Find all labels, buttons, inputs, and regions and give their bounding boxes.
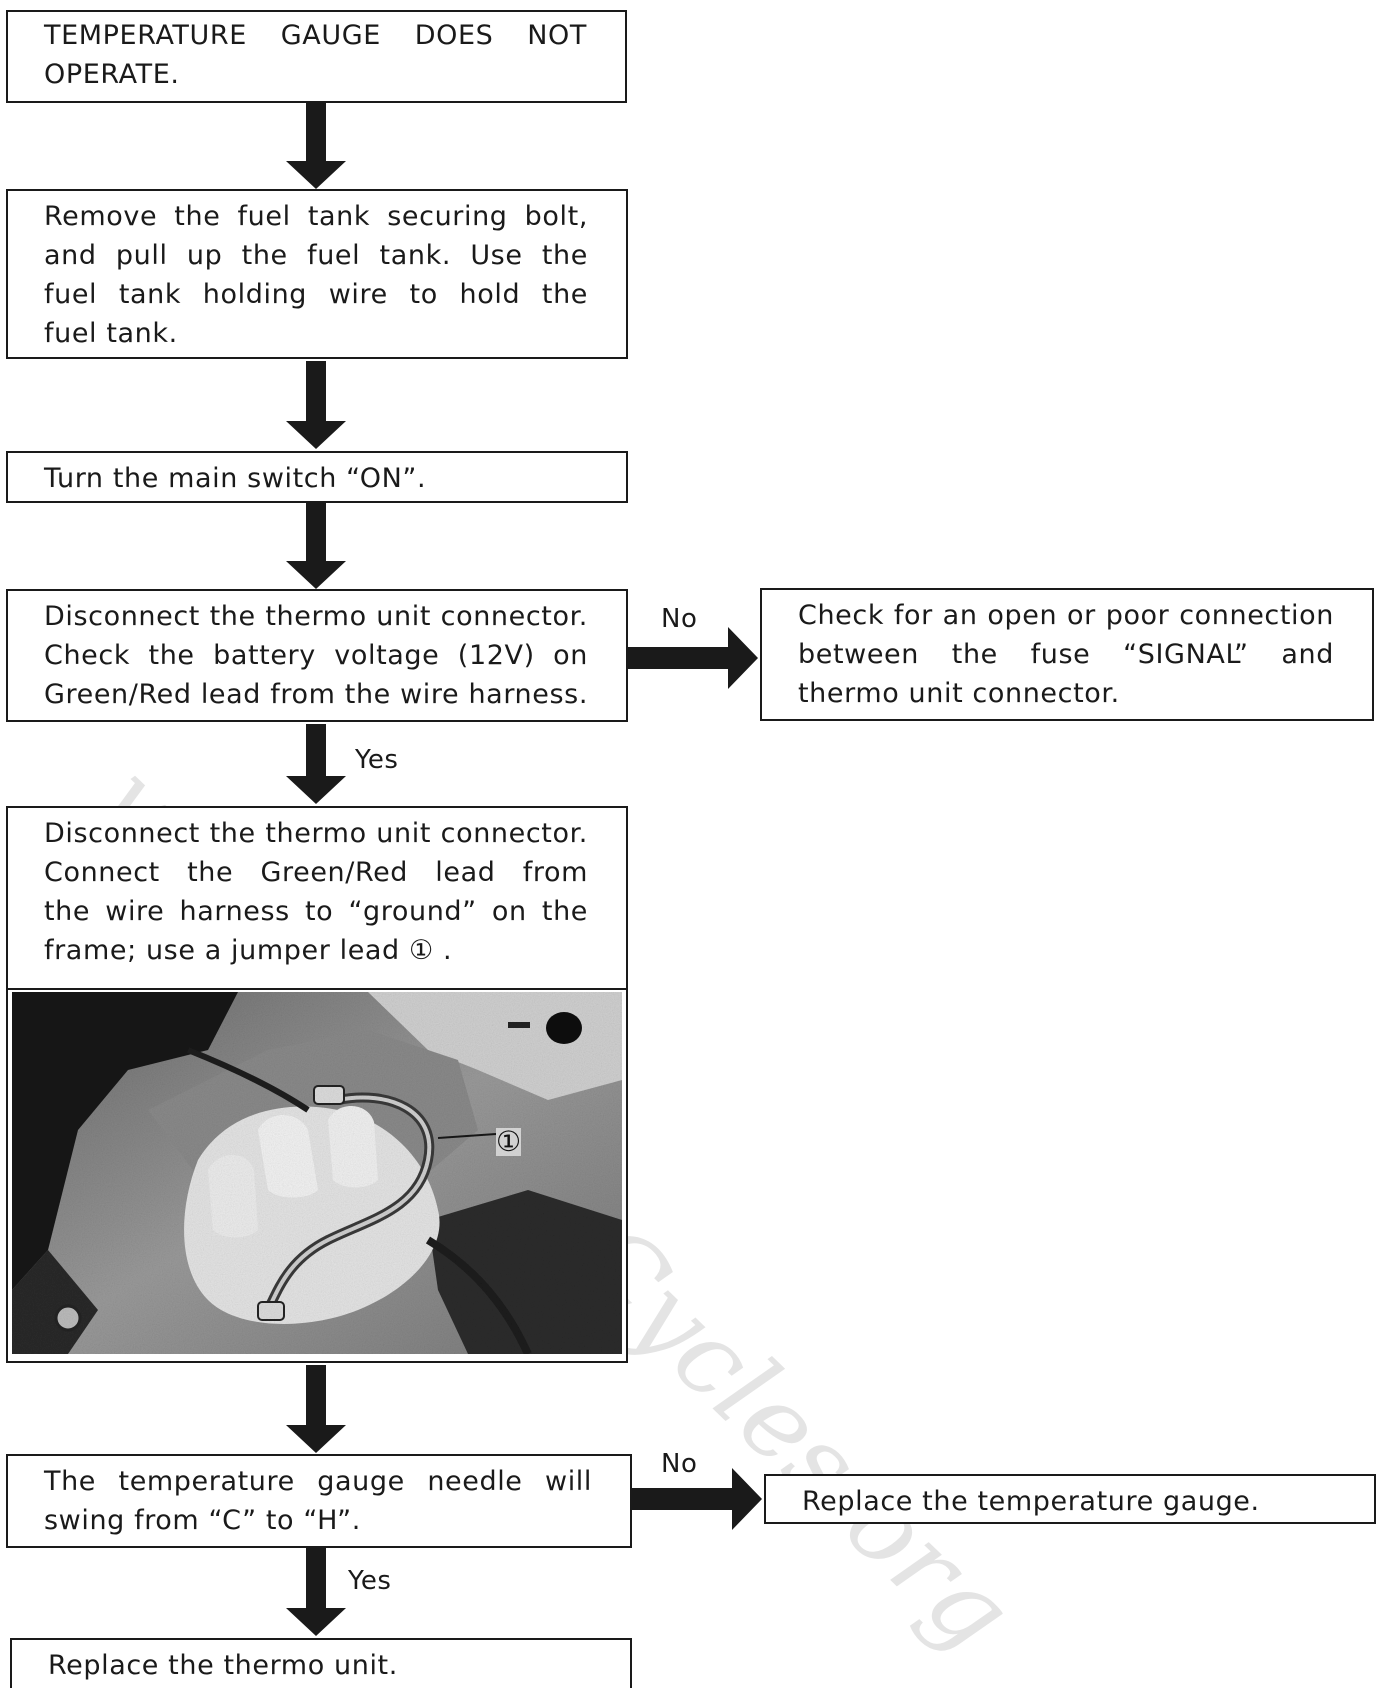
- right-arrow: [628, 627, 758, 689]
- step-text-line: frame; use a jumper lead ① .: [44, 935, 453, 966]
- step-text-line: Green/Red lead from the wire harness.: [44, 679, 588, 710]
- step-text-line: fuel tank holding wire to hold the: [44, 279, 588, 310]
- step-text-line: Connect the Green/Red lead from: [44, 857, 588, 888]
- right-arrow: [632, 1468, 762, 1530]
- down-arrow: [286, 503, 346, 589]
- step-text-line: and pull up the fuel tank. Use the: [44, 240, 588, 271]
- yes-label: Yes: [355, 745, 399, 775]
- step-text-line: the wire harness to “ground” on the: [44, 896, 588, 927]
- down-arrow: [286, 103, 346, 189]
- step-text-line: Disconnect the thermo unit connector.: [44, 818, 588, 849]
- down-arrow: [286, 1548, 346, 1636]
- title-box: TEMPERATURE GAUGE DOES NOT OPERATE.: [6, 10, 627, 103]
- step-jumper-box: Disconnect the thermo unit connector. Co…: [6, 806, 628, 990]
- down-arrow: [286, 1365, 346, 1453]
- down-arrow: [286, 361, 346, 449]
- title-line: OPERATE.: [44, 59, 180, 90]
- branch-replace-gauge-box: Replace the temperature gauge.: [764, 1474, 1376, 1524]
- step-text-line: Remove the fuel tank securing bolt,: [44, 201, 588, 232]
- yes-label: Yes: [348, 1566, 392, 1596]
- step-main-switch-box: Turn the main switch “ON”.: [6, 451, 628, 503]
- down-arrow: [286, 724, 346, 804]
- branch-check-connection-box: Check for an open or poor connection bet…: [760, 588, 1374, 721]
- final-step-box: Replace the thermo unit.: [10, 1638, 632, 1688]
- step-text-line: Check the battery voltage (12V) on: [44, 640, 588, 671]
- step-text-line: Replace the thermo unit.: [48, 1650, 398, 1681]
- step-text-line: swing from “C” to “H”.: [44, 1505, 361, 1536]
- step-text-line: Turn the main switch “ON”.: [44, 463, 427, 494]
- jumper-lead-callout: ①: [496, 1125, 522, 1158]
- jumper-lead-photo: [12, 992, 622, 1356]
- photo-panel: ①: [6, 990, 628, 1363]
- title-line: TEMPERATURE GAUGE DOES NOT: [44, 20, 587, 51]
- step-fuel-tank-box: Remove the fuel tank securing bolt, and …: [6, 189, 628, 359]
- step-text-line: The temperature gauge needle will: [44, 1466, 592, 1497]
- branch-text-line: Check for an open or poor connection: [798, 600, 1334, 631]
- step-disconnect-check-box: Disconnect the thermo unit connector. Ch…: [6, 589, 628, 722]
- branch-text-line: between the fuse “SIGNAL” and: [798, 639, 1334, 670]
- step-gauge-needle-box: The temperature gauge needle will swing …: [6, 1454, 632, 1548]
- branch-text-line: thermo unit connector.: [798, 678, 1120, 709]
- step-text-line: fuel tank.: [44, 318, 178, 349]
- no-label: No: [661, 604, 698, 634]
- step-text-line: Disconnect the thermo unit connector.: [44, 601, 588, 632]
- no-label: No: [661, 1449, 698, 1479]
- branch-text-line: Replace the temperature gauge.: [802, 1486, 1260, 1517]
